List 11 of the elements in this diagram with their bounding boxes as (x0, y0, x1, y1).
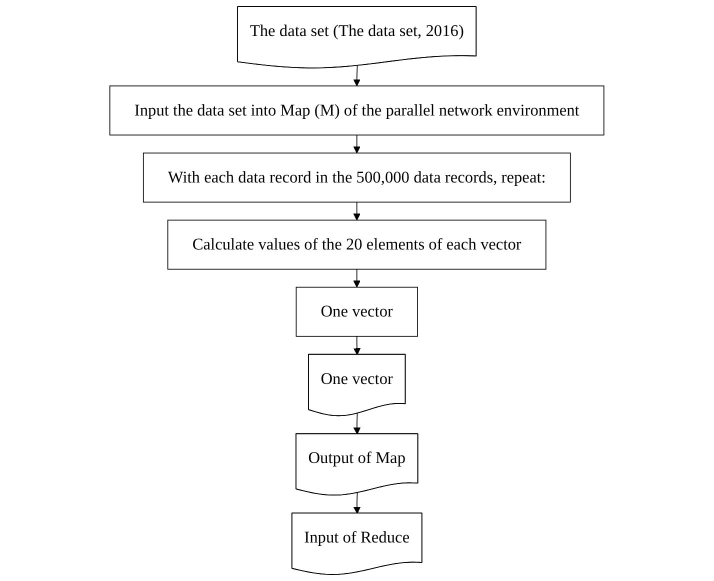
node-box: One vector (296, 286, 418, 337)
arrow (354, 413, 361, 434)
arrow (354, 492, 361, 514)
node-box: Calculate values of the 20 elements of each vector (168, 220, 546, 270)
arrow (353, 268, 361, 288)
node-box: Input the data set into Map (M) of the parallel network environment (110, 86, 604, 136)
arrow (353, 134, 361, 154)
arrow (354, 336, 361, 356)
node-box: With each data record in the 500,000 data records, repeat: (143, 152, 571, 203)
arrow (353, 202, 361, 220)
arrow (353, 65, 361, 86)
